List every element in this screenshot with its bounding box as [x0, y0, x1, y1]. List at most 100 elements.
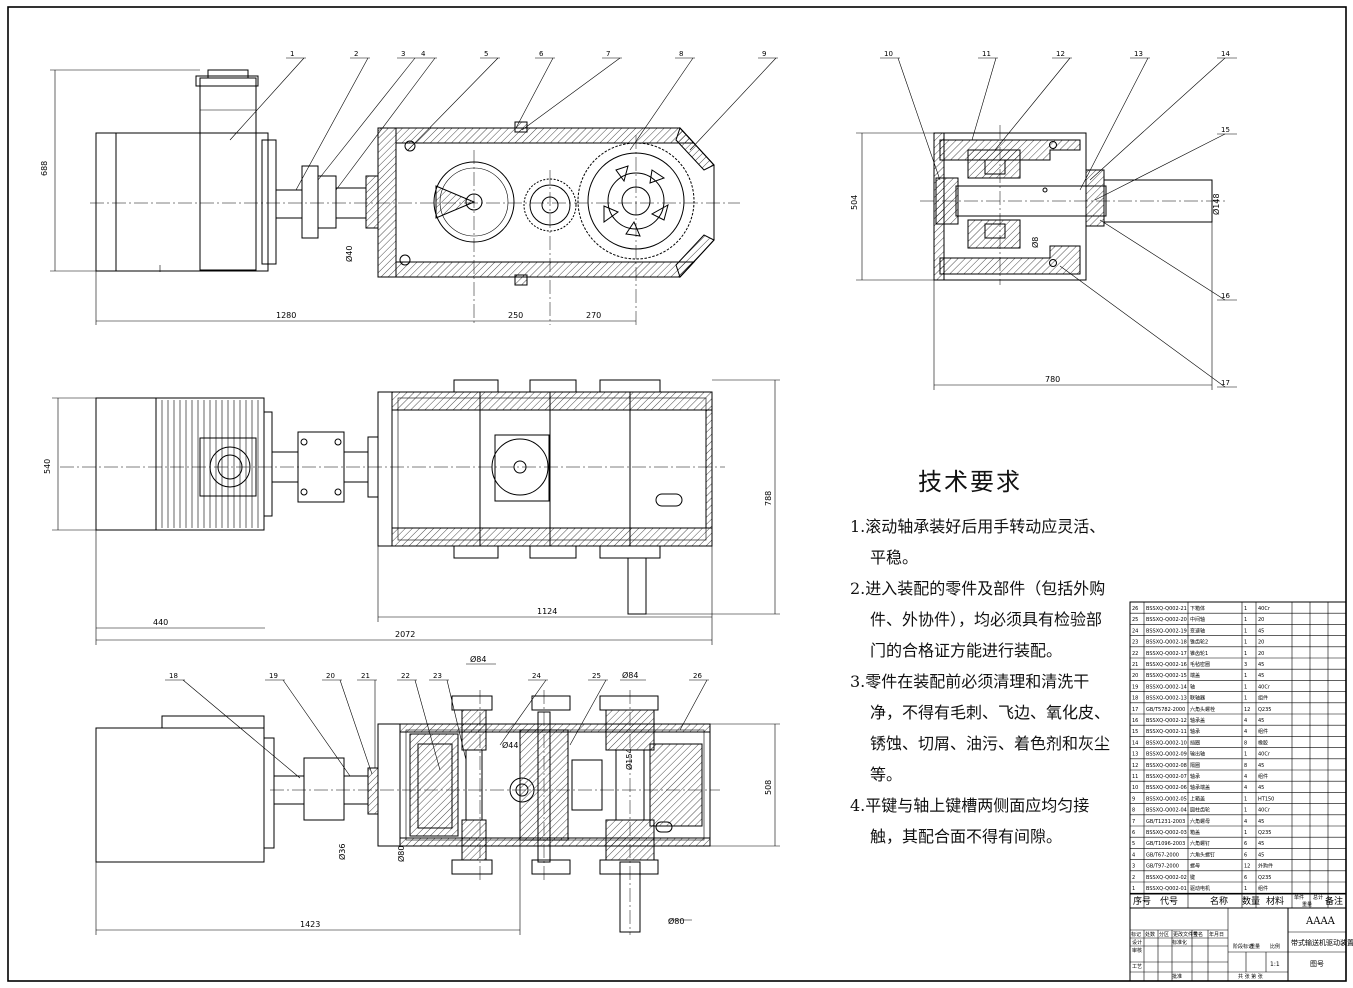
balloon-leader	[994, 57, 1071, 151]
parts-cell: 4	[1244, 819, 1247, 825]
parts-cell: BSSXQ-Q002-18	[1146, 640, 1187, 646]
parts-cell: 橡胶	[1258, 739, 1268, 746]
parts-cell: 组件	[1258, 773, 1268, 780]
dim-section-d44: Ø44	[502, 740, 518, 750]
parts-cell: 8	[1132, 808, 1135, 814]
balloon-label: 25	[592, 672, 601, 680]
balloon-label: 19	[269, 672, 278, 680]
approve-label: 批准	[1172, 973, 1182, 980]
sheet-border	[7, 6, 1347, 982]
balloon-leader	[317, 57, 416, 181]
parts-cell: 40Cr	[1258, 684, 1271, 690]
parts-cell: 14	[1132, 740, 1138, 746]
parts-cell: 45	[1258, 852, 1264, 858]
parts-cell: 外购件	[1258, 863, 1273, 870]
parts-cell: BSSXQ-Q002-03	[1146, 830, 1187, 836]
dim-section-d84a: Ø84	[470, 654, 486, 664]
parts-cell: 1	[1244, 640, 1247, 646]
parts-cell: 1	[1132, 886, 1135, 892]
parts-header-total: 总计	[1313, 894, 1323, 901]
balloon-label: 21	[361, 672, 370, 680]
drawing-name: 带式输送机驱动装置	[1291, 938, 1353, 947]
balloon-label: 23	[433, 672, 442, 680]
balloon-leader	[1094, 133, 1226, 201]
parts-cell: GB/T1096-2003	[1146, 841, 1185, 847]
balloon-label: 8	[679, 50, 683, 58]
parts-cell: 8	[1244, 763, 1247, 769]
parts-cell: 40Cr	[1258, 752, 1271, 758]
parts-cell: 12	[1244, 864, 1250, 870]
tech-item-1: 1.滚动轴承装好后用手转动应灵活、平稳。	[850, 517, 1106, 567]
top-view: 540 788 440 1124 2072	[43, 379, 780, 645]
balloon-label: 22	[401, 672, 410, 680]
balloon-label: 9	[762, 50, 766, 58]
balloon-label: 7	[606, 50, 610, 58]
parts-cell: 3	[1132, 864, 1135, 870]
parts-header-weight: 重量	[1302, 901, 1312, 908]
dim-side-d148: Ø148	[1211, 193, 1221, 215]
parts-cell: 1	[1244, 886, 1247, 892]
balloon-leader	[1099, 219, 1226, 301]
revision-column-label: 年月日	[1209, 931, 1224, 938]
parts-cell: 联轴器	[1190, 695, 1205, 702]
parts-cell: 24	[1132, 628, 1138, 634]
standard-label: 标准化	[1172, 939, 1187, 946]
dim-side-780: 780	[1045, 375, 1060, 384]
balloon-label: 10	[884, 50, 893, 58]
parts-cell: 轴承盖	[1190, 717, 1205, 724]
parts-cell: 3	[1244, 662, 1247, 668]
parts-cell: 6	[1244, 875, 1247, 881]
parts-cell: 端盖	[1190, 672, 1200, 679]
revision-column-label: 签名	[1193, 931, 1203, 938]
parts-cell: 六角头螺钉	[1190, 851, 1215, 858]
parts-cell: 45	[1258, 662, 1264, 668]
balloon-label: 20	[326, 672, 335, 680]
parts-cell: 毛毡密圈	[1190, 661, 1210, 668]
balloon-leader	[414, 679, 441, 771]
parts-cell: Q235	[1258, 830, 1271, 836]
parts-cell: 20	[1258, 640, 1264, 646]
parts-cell: 45	[1258, 763, 1264, 769]
parts-cell: 45	[1258, 718, 1264, 724]
balloon-label: 18	[169, 672, 178, 680]
dim-section-d154: Ø154	[624, 748, 634, 770]
dim-section-d80b: Ø80	[668, 916, 684, 926]
balloon-label: 24	[532, 672, 541, 680]
dim-side-d8: Ø8	[1030, 237, 1040, 248]
dim-section-d80a: Ø80	[396, 846, 406, 862]
dim-front-270: 270	[586, 311, 601, 320]
parts-cell: 23	[1132, 640, 1138, 646]
parts-cell: 组件	[1258, 885, 1268, 892]
parts-cell: 4	[1244, 774, 1247, 780]
parts-cell: Q235	[1258, 875, 1271, 881]
parts-cell: 轴承端盖	[1190, 784, 1210, 791]
parts-cell: BSSXQ-Q002-04	[1146, 808, 1187, 814]
parts-cell: 轴承	[1190, 728, 1200, 735]
parts-cell: 45	[1258, 819, 1264, 825]
revision-column-label: 标记	[1131, 931, 1141, 938]
parts-cell: 19	[1132, 684, 1138, 690]
balloon-leader	[295, 57, 369, 191]
parts-cell: GB/T5782-2000	[1146, 707, 1185, 713]
parts-cell: 20	[1258, 651, 1264, 657]
balloon-leader	[971, 57, 997, 141]
parts-header-seq: 序号	[1133, 895, 1151, 907]
parts-cell: 17	[1132, 707, 1138, 713]
dim-front-250: 250	[508, 311, 523, 320]
dim-side-504: 504	[850, 195, 859, 210]
balloon-leader	[1089, 57, 1226, 181]
parts-cell: BSSXQ-Q002-05	[1146, 796, 1187, 802]
parts-header-code: 代号	[1160, 896, 1178, 907]
balloon-leader	[1079, 57, 1149, 191]
parts-cell: 12	[1244, 707, 1250, 713]
parts-cell: 1	[1244, 696, 1247, 702]
balloon-leader	[446, 679, 467, 761]
parts-cell: BSSXQ-Q002-16	[1146, 662, 1187, 668]
dim-section-508: 508	[764, 780, 773, 795]
scale-value: 1:1	[1270, 961, 1280, 968]
dim-top-540: 540	[43, 459, 52, 474]
scale-label: 比例	[1270, 943, 1280, 950]
parts-cell: 2	[1132, 875, 1135, 881]
balloon-label: 3	[401, 50, 405, 58]
